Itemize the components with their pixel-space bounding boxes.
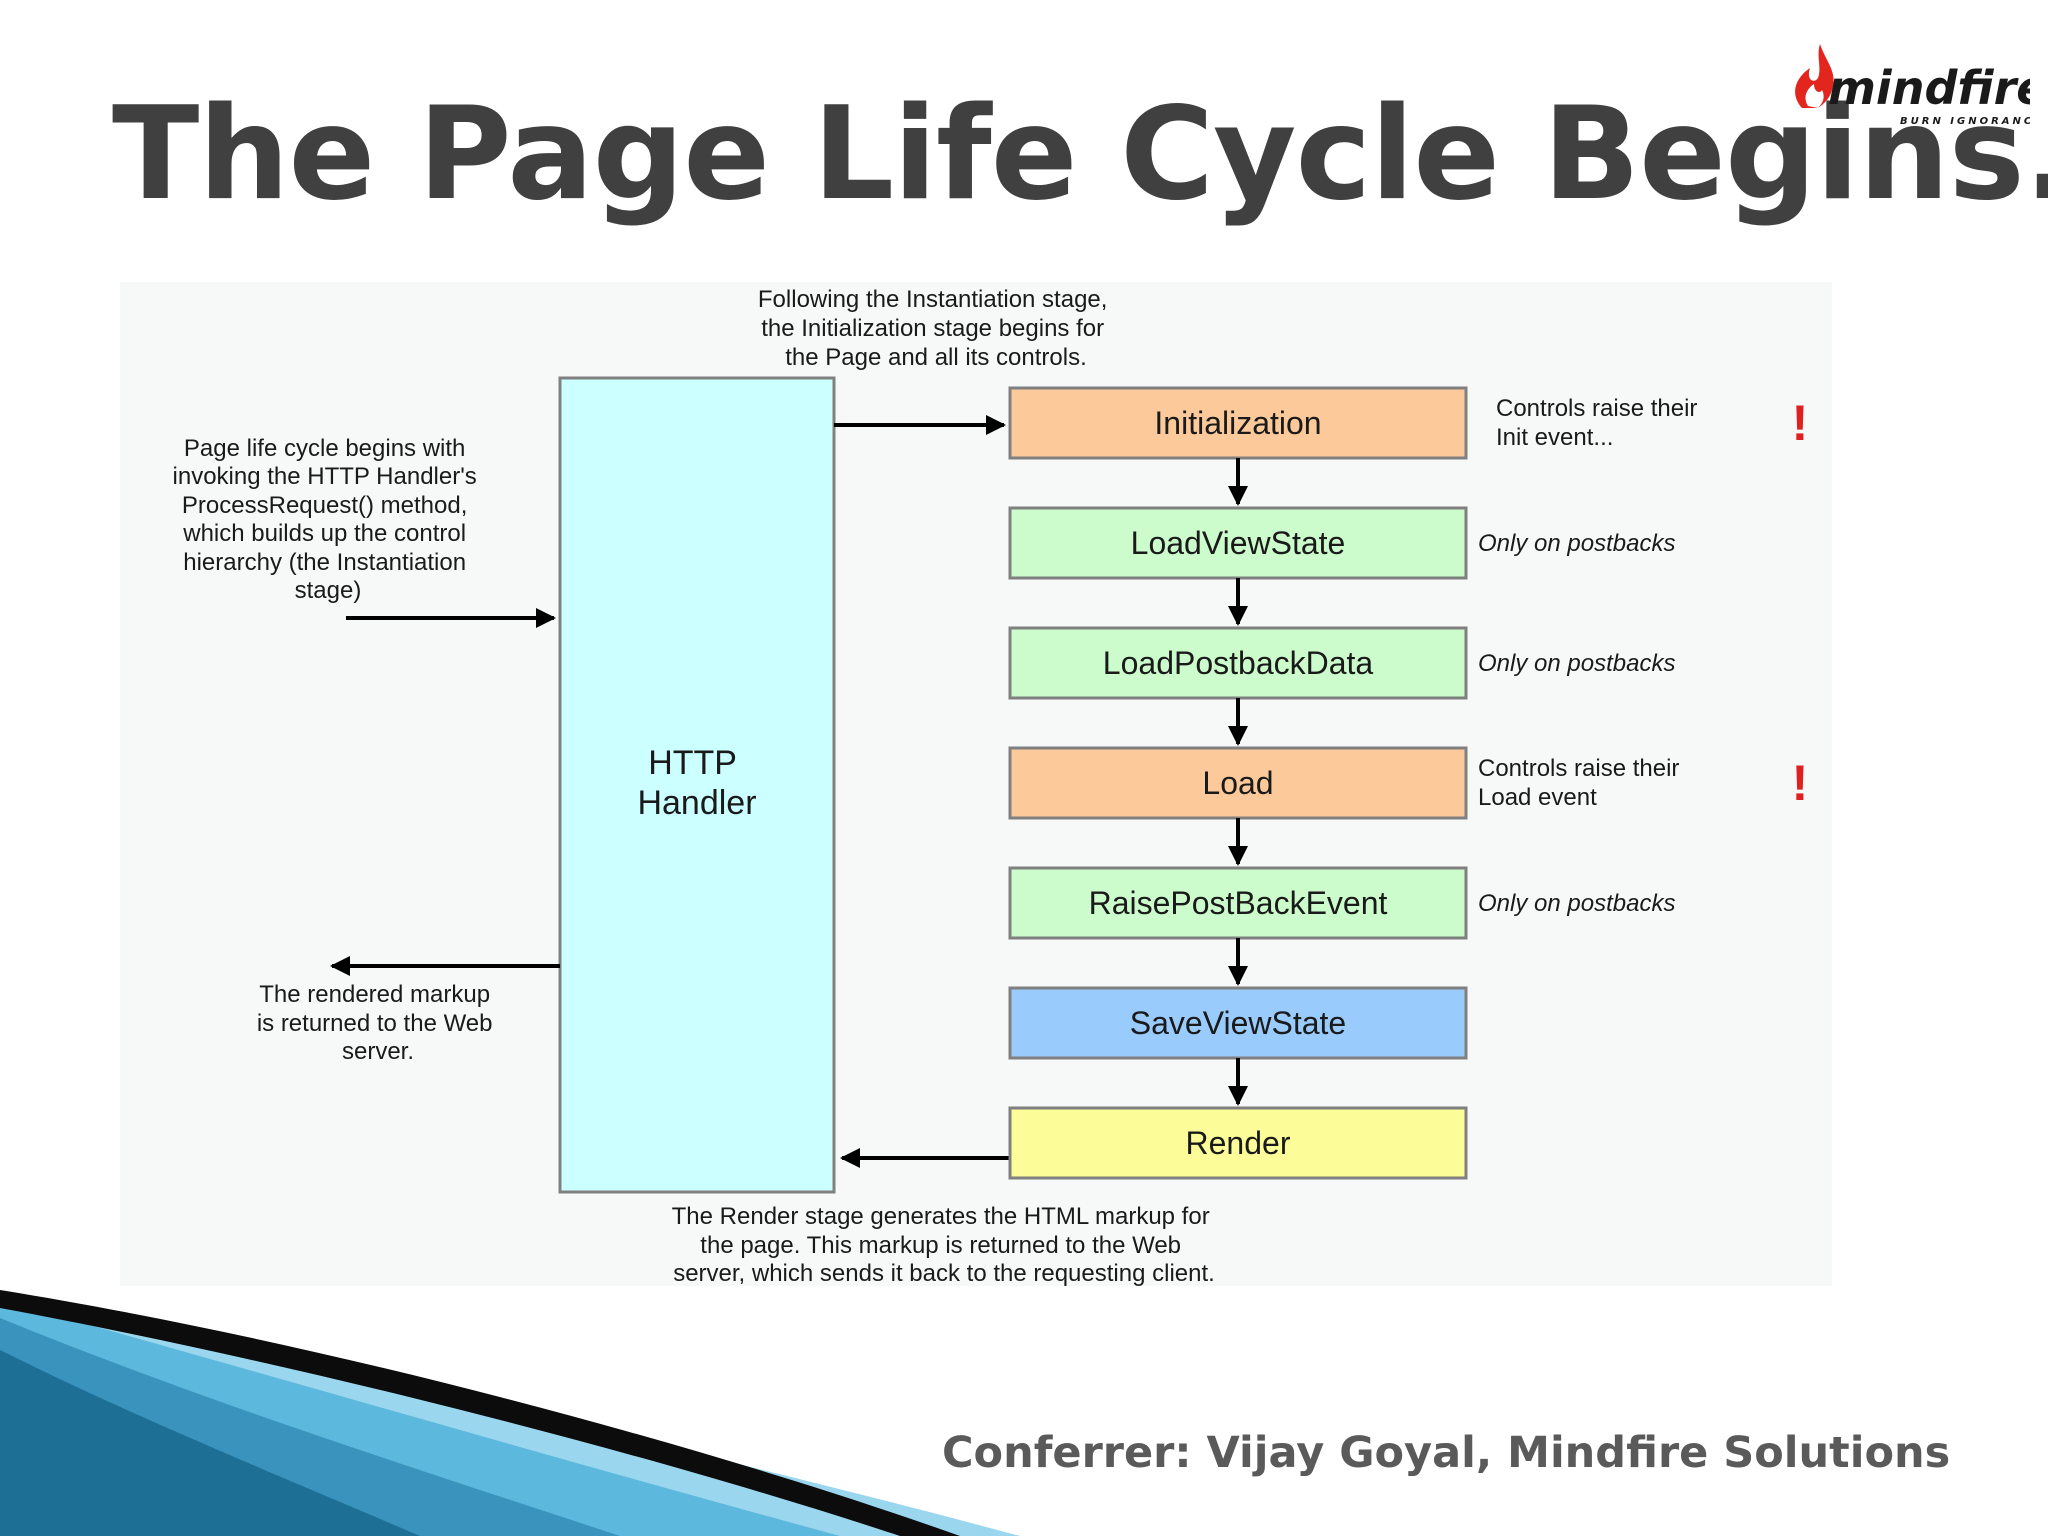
top-note-line: Following the Instantiation stage, <box>758 286 1108 313</box>
svg-text:Page life cycle begins with: Page life cycle begins with invoking the… <box>173 435 484 604</box>
logo-wordmark: mindfire <box>1828 61 2030 115</box>
bottom-note-line: the page. This markup is returned to the… <box>700 1232 1181 1259</box>
svg-text:Following the Instantiation st: Following the Instantiation stage, the I… <box>758 286 1114 371</box>
stage-box <box>1008 986 1468 1060</box>
stage-box <box>1008 386 1468 460</box>
bottom-note-line: The Render stage generates the HTML mark… <box>672 1203 1210 1230</box>
diagram-panel: HTTP Handler Following the Instantiation… <box>120 282 1832 1286</box>
top-note-line: the Initialization stage begins for <box>761 315 1104 342</box>
stage-note: Only on postbacks <box>1478 650 1675 677</box>
life-cycle-diagram: HTTP Handler Following the Instantiation… <box>173 286 1809 1286</box>
top-note-line: the Page and all its controls. <box>785 344 1087 371</box>
stage-box <box>1008 866 1468 940</box>
return-note-line: server. <box>342 1038 414 1065</box>
handler-label-line: Handler <box>637 784 756 822</box>
return-note-line: The rendered markup <box>259 981 490 1008</box>
svg-text:HTTP Handler: HTTP Handler <box>637 744 756 822</box>
stage-label: Initialization <box>1154 405 1321 441</box>
mindfire-logo: mindfire BURN IGNORANCE <box>1795 44 2030 127</box>
left-note-line: which builds up the control <box>182 520 466 547</box>
stage-label: LoadPostbackData <box>1103 645 1374 681</box>
stage-note: Only on postbacks <box>1478 530 1675 557</box>
stage-raisepostbackevent: RaisePostBackEvent Only on postbacks <box>1008 866 1675 940</box>
stage-note: Only on postbacks <box>1478 890 1675 917</box>
svg-text:The Render stage generates the: The Render stage generates the HTML mark… <box>672 1203 1217 1286</box>
stage-box <box>1008 1106 1468 1180</box>
flame-icon <box>1795 44 1834 108</box>
handler-label-line: HTTP <box>648 744 736 782</box>
alert-icon: ! <box>1792 755 1809 811</box>
stage-saveviewstate: SaveViewState <box>1008 986 1468 1060</box>
stage-box <box>1008 746 1468 820</box>
stage-box <box>1008 626 1468 700</box>
return-note-line: is returned to the Web <box>257 1010 493 1037</box>
left-note-line: invoking the HTTP Handler's <box>173 463 477 490</box>
stage-label: SaveViewState <box>1130 1005 1346 1041</box>
logo-tagline: BURN IGNORANCE <box>1900 116 2030 127</box>
stage-label: LoadViewState <box>1131 525 1346 561</box>
http-handler-box <box>558 376 836 1194</box>
left-note-line: Page life cycle begins with <box>184 435 465 462</box>
stage-box <box>1008 506 1468 580</box>
stage-label: Load <box>1202 765 1273 801</box>
stage-label: Render <box>1186 1125 1291 1161</box>
svg-text:The rendered markup is r: The rendered markup is returned to the W… <box>257 981 499 1065</box>
left-note-line: hierarchy (the Instantiation <box>183 549 466 576</box>
footer-credit: Conferrer: Vijay Goyal, Mindfire Solutio… <box>942 1428 1951 1478</box>
left-note-line: stage) <box>295 577 362 604</box>
stage-loadviewstate: LoadViewState Only on postbacks <box>1008 506 1675 580</box>
alert-icon: ! <box>1792 395 1809 451</box>
bottom-note-line: server, which sends it back to the reque… <box>673 1260 1215 1286</box>
stage-label: RaisePostBackEvent <box>1089 885 1388 921</box>
slide-title: The Page Life Cycle Begins.. <box>112 80 2048 229</box>
stage-render: Render <box>1008 1106 1468 1180</box>
left-note-line: ProcessRequest() method, <box>182 492 467 519</box>
stage-loadpostbackdata: LoadPostbackData Only on postbacks <box>1008 626 1675 700</box>
